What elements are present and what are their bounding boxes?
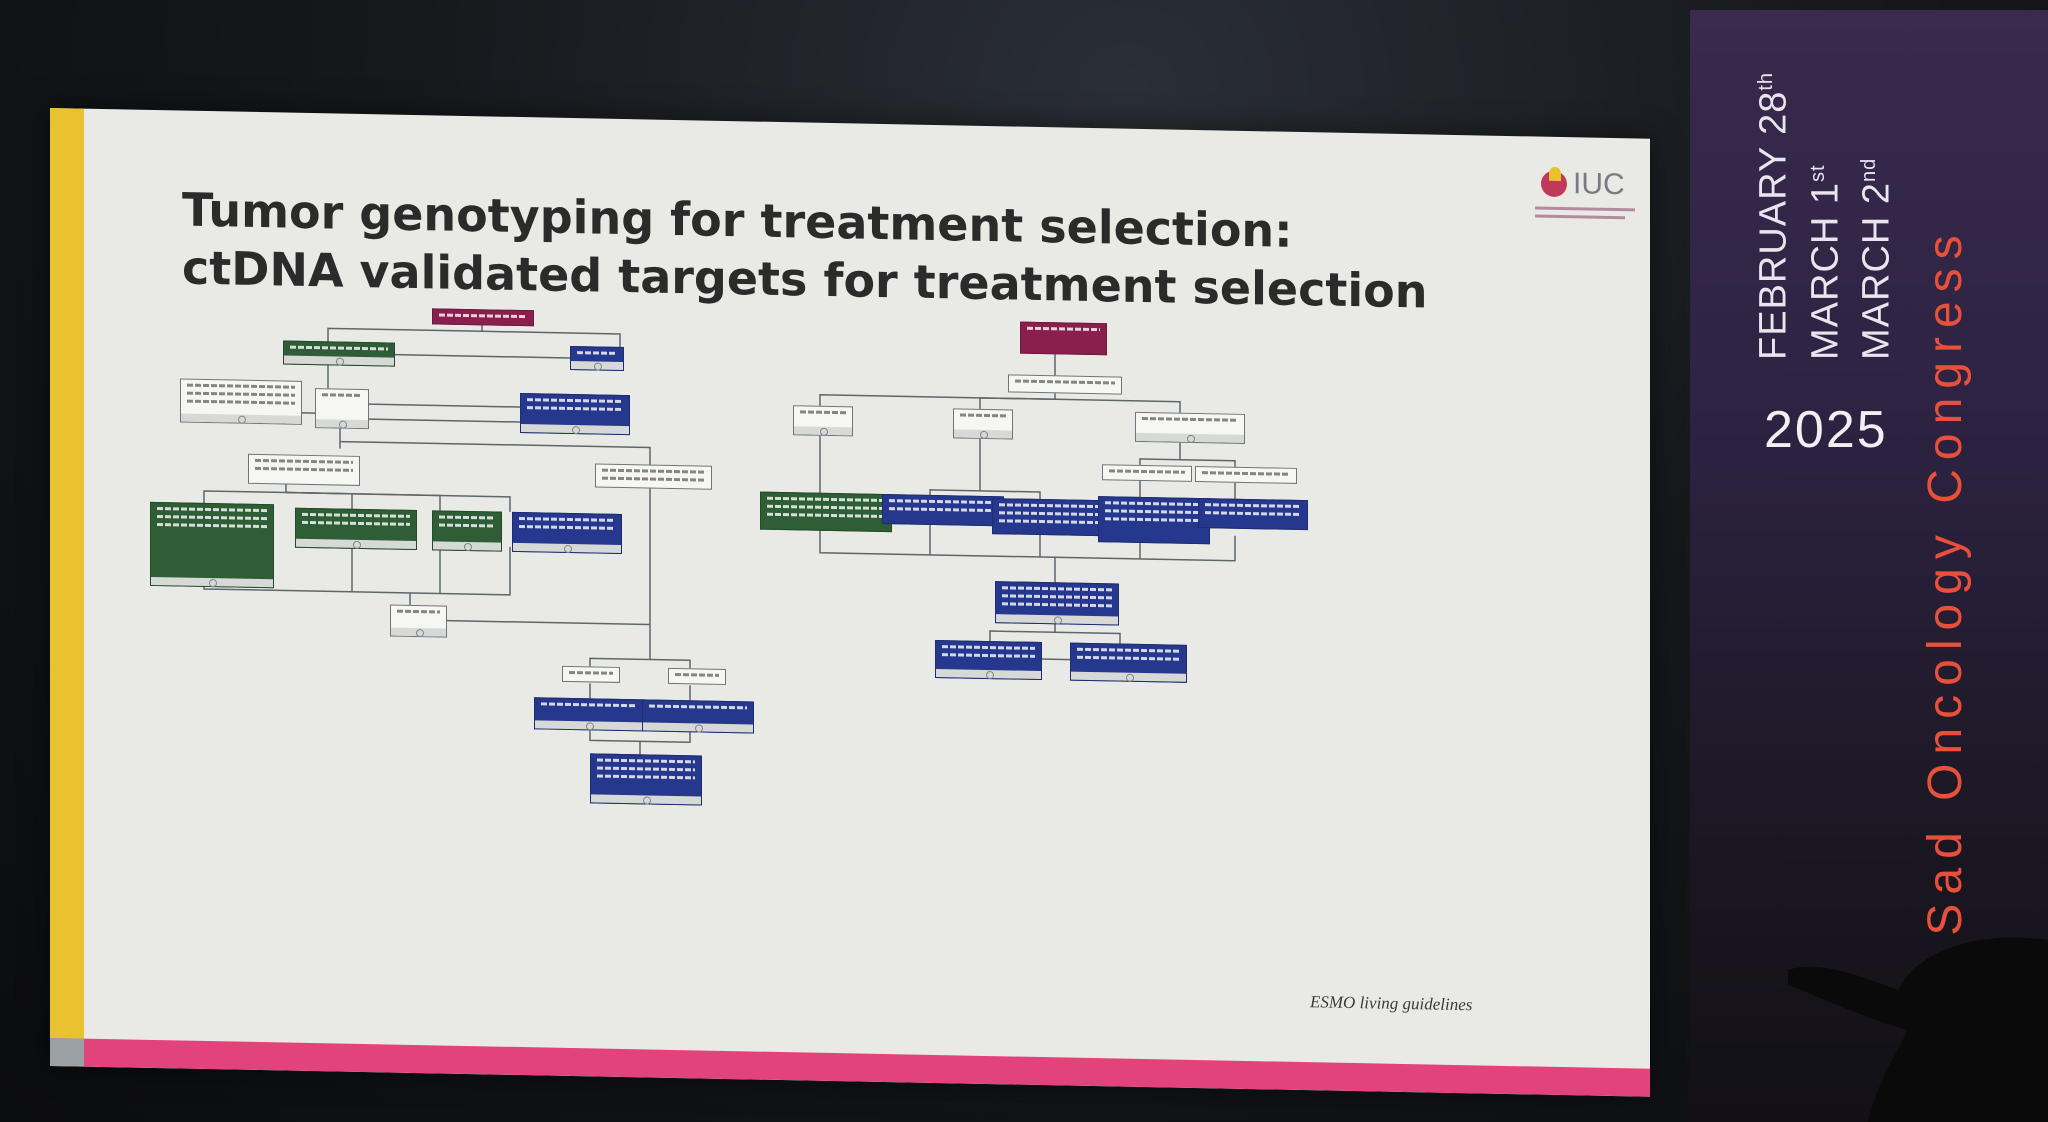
flow-box-root-right <box>1020 321 1107 356</box>
flow-box <box>668 667 726 685</box>
flow-box <box>642 699 754 734</box>
flow-box <box>1008 374 1122 395</box>
flow-box <box>935 639 1042 681</box>
flow-box <box>432 510 502 552</box>
flow-box <box>150 501 274 589</box>
flow-box <box>248 453 360 486</box>
flow-box <box>953 408 1013 440</box>
presenter-silhouette <box>1788 937 2048 1122</box>
flow-box <box>570 345 624 372</box>
flow-box <box>1070 642 1187 683</box>
flow-box <box>1198 498 1308 531</box>
flow-box <box>520 393 630 436</box>
flow-box <box>295 507 417 551</box>
flow-box <box>1102 464 1192 482</box>
flow-box <box>590 753 702 806</box>
flow-box <box>1135 411 1245 444</box>
date-line-mar1: MARCH 1st <box>1804 164 1847 360</box>
flow-box <box>1195 465 1297 484</box>
flow-box <box>882 493 1004 527</box>
flow-box <box>283 340 395 367</box>
flow-box <box>793 405 853 437</box>
flow-box <box>180 378 302 425</box>
flow-box <box>760 491 892 533</box>
slide-footer-source: ESMO living guidelines <box>1310 992 1473 1015</box>
flow-box <box>534 697 644 732</box>
flow-box <box>390 604 447 638</box>
flow-box <box>1098 496 1210 545</box>
flow-box-root-left <box>432 308 534 327</box>
presentation-slide: Tumor genotyping for treatment selection… <box>50 108 1650 1097</box>
flow-box <box>595 463 712 490</box>
date-line-feb: FEBRUARY 28th <box>1752 71 1795 360</box>
flow-box <box>512 511 622 554</box>
banner-dates: FEBRUARY 28th MARCH 1st MARCH 2nd <box>1744 0 1898 360</box>
flowchart-connectors <box>203 321 1236 755</box>
flow-box <box>995 581 1119 626</box>
banner-year: 2025 <box>1764 401 1888 459</box>
conference-banner <box>1690 10 2048 1122</box>
flow-box <box>315 388 369 430</box>
flow-box <box>562 665 620 683</box>
date-line-mar2: MARCH 2nd <box>1855 157 1898 360</box>
